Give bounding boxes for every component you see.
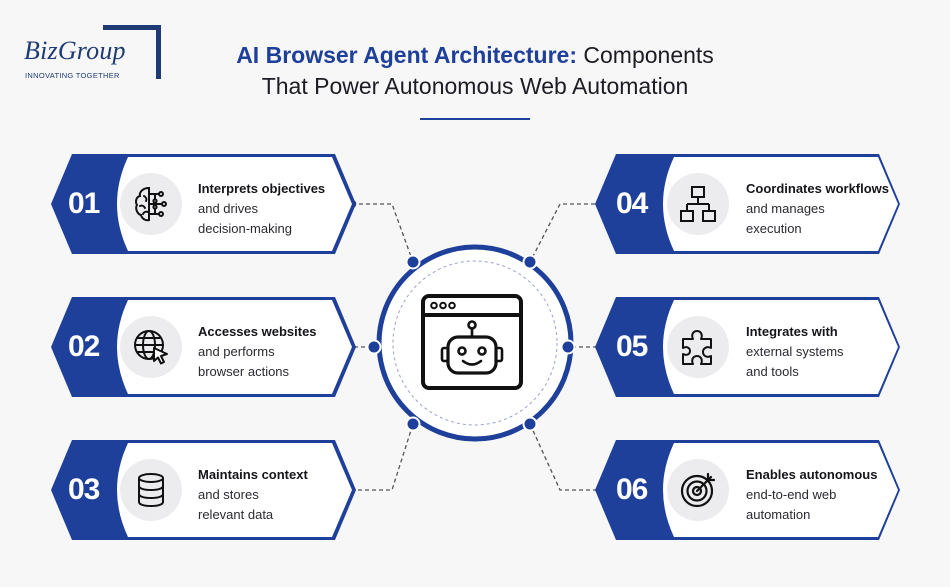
- logo-frame: [103, 25, 161, 79]
- component-number: 06: [616, 473, 648, 506]
- globe-cursor-icon: [134, 330, 168, 365]
- component-card-01: 01 Interprets objectives and drives deci…: [50, 153, 360, 255]
- component-card-04: 04 Coordinates workflows and manages exe…: [594, 153, 904, 255]
- component-desc-1: and performs: [198, 344, 275, 359]
- component-card-05: 05 Integrates with external systems and …: [594, 296, 904, 398]
- page-title: AI Browser Agent Architecture: Component…: [150, 40, 800, 102]
- component-number: 02: [68, 330, 100, 363]
- component-desc-2: relevant data: [198, 507, 274, 522]
- component-desc-2: decision-making: [198, 221, 292, 236]
- component-desc-2: execution: [746, 221, 802, 236]
- component-title: Enables autonomous: [746, 467, 878, 482]
- component-number: 03: [68, 473, 100, 506]
- component-title: Maintains context: [198, 467, 308, 482]
- component-card-06: 06 Enables autonomous end-to-end web aut…: [594, 439, 904, 541]
- title-rest: Components: [577, 42, 714, 68]
- component-desc-1: and stores: [198, 487, 259, 502]
- component-number: 05: [616, 330, 648, 363]
- brain-icon: [135, 186, 167, 222]
- brand-logo: BizGroup INNOVATING TOGETHER: [20, 22, 161, 86]
- title-line2: That Power Autonomous Web Automation: [261, 73, 689, 99]
- component-desc-1: and drives: [198, 201, 258, 216]
- puzzle-icon: [682, 330, 712, 365]
- component-desc-2: automation: [746, 507, 811, 522]
- component-desc-1: and manages: [746, 201, 825, 216]
- component-number: 01: [68, 187, 100, 220]
- database-icon: [138, 473, 164, 508]
- component-title: Interprets objectives: [198, 181, 326, 196]
- component-desc-1: end-to-end web: [746, 487, 837, 502]
- component-desc-1: external systems: [746, 344, 844, 359]
- title-underline: [420, 118, 530, 120]
- component-title: Accesses websites: [198, 324, 317, 339]
- component-desc-2: and tools: [746, 364, 799, 379]
- workflow-icon: [680, 186, 716, 222]
- component-card-02: 02 Accesses websites and performs browse…: [50, 296, 360, 398]
- component-desc-2: browser actions: [198, 364, 290, 379]
- component-title: Integrates with: [746, 324, 838, 339]
- component-title: Coordinates workflows: [746, 181, 890, 196]
- target-icon: [680, 472, 716, 508]
- component-number: 04: [616, 187, 648, 220]
- logo-text: BizGroup: [24, 36, 126, 65]
- title-accent: AI Browser Agent Architecture:: [236, 42, 577, 68]
- robot-browser-icon: [420, 293, 530, 393]
- logo-tagline: INNOVATING TOGETHER: [25, 71, 120, 80]
- component-card-03: 03 Maintains context and stores relevant…: [50, 439, 360, 541]
